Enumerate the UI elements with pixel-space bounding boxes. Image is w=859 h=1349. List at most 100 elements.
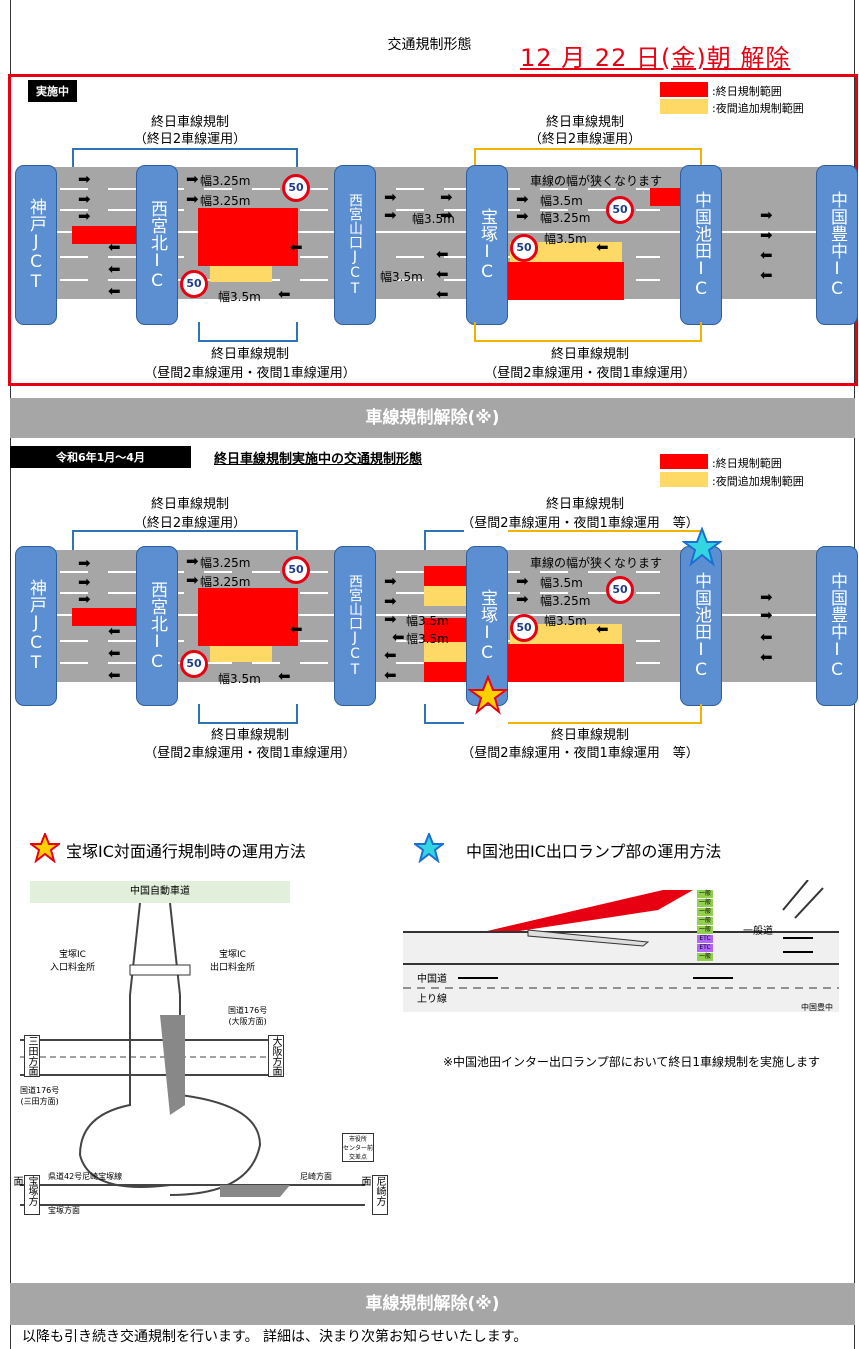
width-label: 幅3.5m — [218, 290, 261, 304]
doc-title: 交通規制形態 — [387, 37, 472, 53]
toyonaka-label: 中国豊中 — [801, 1003, 833, 1012]
ic-nishinomiya-kita: 西宮北IC — [136, 165, 178, 325]
arrow-right-icon: ➡ — [760, 606, 773, 624]
arrow-right-icon: ➡ — [186, 552, 199, 570]
arrow-left-icon: ⬅ — [392, 628, 405, 646]
arrow-right-icon: ➡ — [440, 206, 453, 224]
legend-red-label: :終日規制範囲 — [712, 85, 782, 98]
arrow-right-icon: ➡ — [760, 206, 773, 224]
active-tag: 実施中 — [28, 80, 77, 102]
arrow-left-icon: ⬅ — [278, 285, 291, 303]
arrow-right-icon: ➡ — [78, 190, 91, 208]
width-label: 幅3.5m — [406, 614, 449, 628]
red-zone — [198, 208, 298, 266]
width-label: 幅3.25m — [540, 211, 591, 225]
yellow-zone — [424, 586, 466, 606]
bracket-d — [474, 322, 702, 342]
yellow-star-icon — [468, 675, 508, 715]
ic-chugoku-toyonaka: 中国豊中IC — [816, 165, 858, 325]
legend-yellow-label: :夜間追加規制範囲 — [712, 475, 804, 488]
footer-note: 以降も引き続き交通規制を行います。 詳細は、決まり次第お知らせいたします。 — [22, 1329, 528, 1345]
route176-osaka-label: 国道176号 (大阪方面) — [228, 1006, 268, 1026]
arrow-right-icon: ➡ — [516, 572, 529, 590]
width-label: 幅3.5m — [540, 576, 583, 590]
legend-yellow-label: :夜間追加規制範囲 — [712, 102, 804, 115]
speed-limit-sign: 50 — [282, 174, 310, 202]
arrow-right-icon: ➡ — [78, 554, 91, 572]
arrow-right-icon: ➡ — [440, 188, 453, 206]
reg-d-sub: （昼間2車線運用・夜間1車線運用 等） — [461, 746, 699, 761]
amagasaki-direction-label: 尼崎方面 — [359, 1175, 388, 1215]
bracket-c — [198, 704, 298, 724]
width-label: 幅3.5m — [540, 194, 583, 208]
arrow-left-icon: ⬅ — [108, 238, 121, 256]
ic-nishinomiya-yamaguchi-jct: 西宮山口JCT — [334, 546, 376, 706]
arrow-left-icon: ⬅ — [384, 646, 397, 664]
arrow-right-icon: ➡ — [384, 572, 397, 590]
osaka-direction-label: 大阪方面 — [268, 1035, 284, 1077]
arrow-right-icon: ➡ — [186, 571, 199, 589]
ic-chugoku-toyonaka: 中国豊中IC — [816, 546, 858, 706]
speed-limit-sign: 50 — [606, 196, 634, 224]
up-line-label: 上り線 — [417, 994, 447, 1005]
headline-release-date: 12 月 22 日(金)朝 解除 — [520, 44, 791, 72]
arrow-right-icon: ➡ — [516, 207, 529, 225]
arrow-left-icon: ⬅ — [108, 644, 121, 662]
speed-limit-sign: 50 — [180, 650, 208, 678]
ikeda-ramp-diagram: 一般 一般 一般 一般 一般 ETC ETC 一般 一般道 中国道 上り線 中国… — [403, 880, 839, 1015]
yellow-zone — [510, 242, 622, 262]
ikeda-method-title: 中国池田IC出口ランプ部の運用方法 — [466, 842, 722, 861]
red-zone — [508, 262, 624, 300]
arrow-right-icon: ➡ — [186, 170, 199, 188]
legend-red-swatch — [660, 454, 708, 469]
red-zone — [424, 618, 466, 642]
width-label: 幅3.5m — [380, 270, 423, 284]
speed-limit-sign: 50 — [180, 270, 208, 298]
reg-a-sub: （終日2車線運用） — [133, 132, 247, 147]
yellow-zone — [210, 266, 272, 282]
release-band-2: 車線規制解除(※) — [10, 1283, 855, 1325]
arrow-left-icon: ⬅ — [108, 282, 121, 300]
route176-sanda-label: 国道176号 (三田方面) — [20, 1086, 60, 1106]
arrow-right-icon: ➡ — [384, 188, 397, 206]
ramp-drawing — [403, 880, 839, 989]
arrow-left-icon: ⬅ — [436, 285, 449, 303]
legend-red-label: :終日規制範囲 — [712, 457, 782, 470]
width-label: 幅3.25m — [200, 575, 251, 589]
arrow-right-icon: ➡ — [384, 592, 397, 610]
width-label: 幅3.5m — [544, 614, 587, 628]
speed-limit-sign: 50 — [510, 614, 538, 642]
arrow-right-icon: ➡ — [516, 590, 529, 608]
arrow-left-icon: ⬅ — [108, 666, 121, 684]
median-line — [30, 231, 830, 233]
speed-limit-sign: 50 — [510, 234, 538, 262]
yellow-zone — [210, 646, 272, 662]
ic-kobe-jct: 神戸JCT — [15, 546, 57, 706]
takarazuka-ic-map: 中国自動車道 宝塚IC 入口料金所 宝塚IC 出口料金所 国道176号 (大阪方… — [11, 875, 400, 1215]
release-band-1: 車線規制解除(※) — [10, 398, 855, 438]
arrow-right-icon: ➡ — [78, 170, 91, 188]
arrow-left-icon: ⬅ — [596, 238, 609, 256]
arrow-left-icon: ⬅ — [760, 648, 773, 666]
width-label: 幅3.25m — [540, 594, 591, 608]
takarazuka-road-label: 宝塚方面 — [48, 1206, 80, 1215]
arrow-left-icon: ⬅ — [760, 628, 773, 646]
yellow-star-icon — [30, 833, 60, 863]
arrow-right-icon: ➡ — [78, 207, 91, 225]
reg-d-title: 終日車線規制 — [550, 728, 629, 743]
arrow-right-icon: ➡ — [760, 226, 773, 244]
arrow-right-icon: ➡ — [384, 610, 397, 628]
arrow-left-icon: ⬅ — [278, 667, 291, 685]
arrow-right-icon: ➡ — [78, 590, 91, 608]
ic-chugoku-ikeda: 中国池田IC — [680, 546, 722, 706]
takarazuka-method-title: 宝塚IC対面通行規制時の運用方法 — [66, 842, 306, 861]
width-label: 幅3.5m — [406, 632, 449, 646]
ramp-note: ※中国池田インター出口ランプ部において終日1車線規制を実施します — [443, 1055, 820, 1069]
takarazuka-direction-label: 宝塚方面 — [11, 1175, 40, 1215]
reg-b-sub: （昼間2車線運用・夜間1車線運用 等） — [461, 516, 699, 531]
narrow-lane-note: 車線の幅が狭くなります — [530, 174, 663, 188]
reg-c-sub: （昼間2車線運用・夜間1車線運用） — [144, 366, 356, 381]
tollgate-booths: 一般 一般 一般 一般 一般 ETC ETC 一般 — [697, 890, 713, 961]
arrow-right-icon: ➡ — [384, 206, 397, 224]
legend-yellow-swatch — [660, 99, 708, 114]
